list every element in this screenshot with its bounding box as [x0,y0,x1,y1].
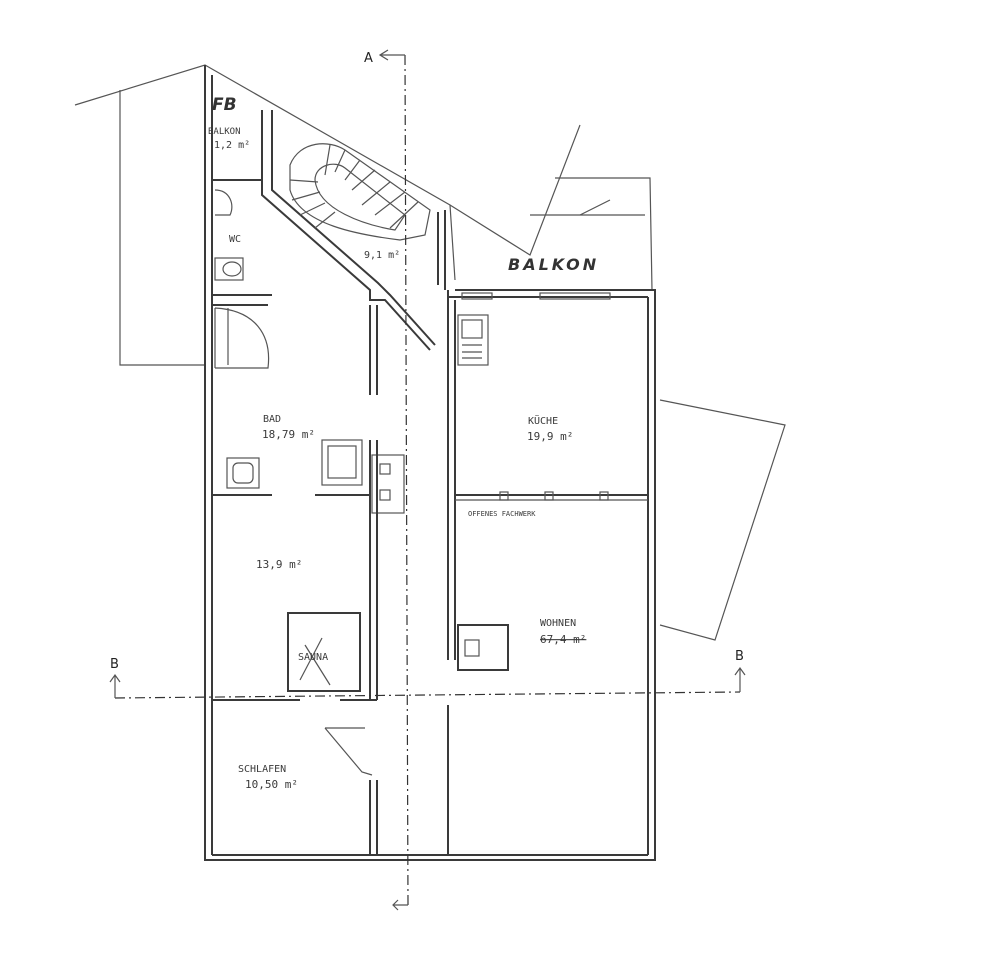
kitchen-fixtures [455,292,648,501]
balkon-small-label: BALKON [208,127,241,137]
middle-room-area: 13,9 m² [256,558,302,571]
balkon-large-label: BALKON [508,255,599,274]
section-a-label: A [364,51,373,66]
kueche-area: 19,9 m² [527,430,573,443]
stair-area: 9,1 m² [364,250,400,261]
section-b-left-label: B [110,657,119,672]
section-b-right-label: B [735,649,744,664]
exterior-walls [204,65,656,861]
wohnen-label: WOHNEN [540,618,576,629]
fb-label: FB [212,95,237,115]
section-lines [109,49,746,911]
bad-area: 18,79 m² [262,428,315,441]
wc-fixtures [212,179,272,296]
wc-label: WC [229,234,241,245]
interior-walls [212,290,456,855]
sauna-cabin [287,612,361,692]
schlafen-label: SCHLAFEN [238,764,286,775]
roof-outline [74,64,786,641]
beam-note: OFFENES FACHWERK [468,510,536,518]
balkon-small-area: 1,2 m² [214,140,250,151]
schlafen-area: 10,50 m² [245,778,298,791]
bad-label: BAD [263,414,281,425]
staircase [261,110,446,351]
kueche-label: KÜCHE [528,414,558,427]
wohnen-stove [457,624,509,671]
wohnen-area: 67,4 m² [540,633,586,646]
bad-fixtures [212,304,405,514]
sauna-label: SAUNA [298,652,328,663]
